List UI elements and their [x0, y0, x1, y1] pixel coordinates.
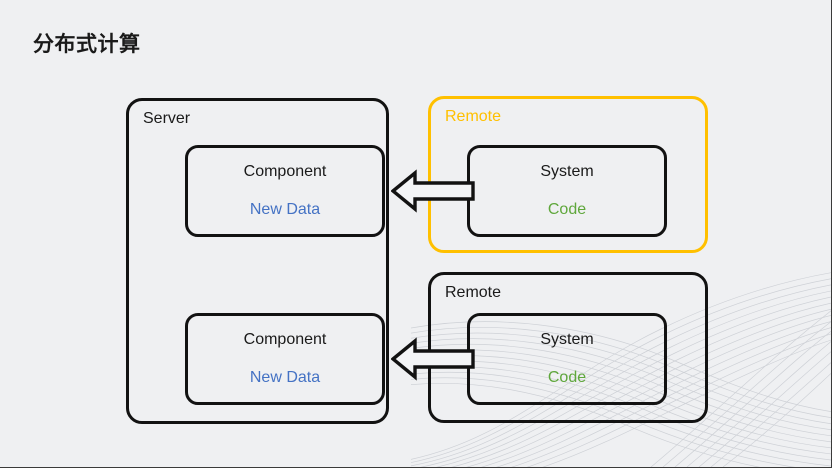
node-component-bottom-subtitle: New Data	[249, 369, 321, 386]
group-remote-bottom[interactable]: Remote	[428, 272, 708, 423]
group-remote-top[interactable]: Remote	[428, 96, 708, 253]
node-component-bottom[interactable]: Component New Data	[185, 313, 385, 405]
node-system-top[interactable]: System Code	[467, 145, 667, 237]
arrow-left-bottom[interactable]	[391, 337, 475, 381]
node-system-bottom-subtitle: Code	[547, 369, 587, 386]
node-system-top-subtitle: Code	[547, 201, 587, 218]
group-server[interactable]: Server	[126, 98, 389, 424]
page-title: 分布式计算	[33, 33, 141, 56]
group-remote-top-label: Remote	[445, 108, 502, 125]
node-component-top-subtitle: New Data	[249, 201, 321, 218]
node-component-bottom-title: Component	[243, 331, 327, 348]
node-component-top[interactable]: Component New Data	[185, 145, 385, 237]
group-remote-bottom-label: Remote	[445, 284, 502, 301]
node-system-top-title: System	[540, 163, 594, 180]
node-component-top-title: Component	[243, 163, 327, 180]
group-server-label: Server	[143, 110, 191, 127]
node-system-bottom[interactable]: System Code	[467, 313, 667, 405]
node-system-bottom-title: System	[540, 331, 594, 348]
arrow-left-top[interactable]	[391, 169, 475, 213]
